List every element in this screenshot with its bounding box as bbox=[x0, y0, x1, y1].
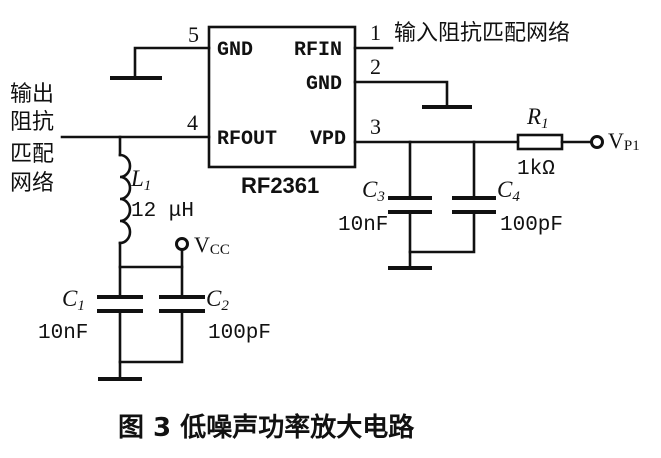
pin-number-2: 2 bbox=[370, 54, 381, 79]
output-match-line-1: 输出 bbox=[10, 82, 54, 107]
r1-name: R1 bbox=[526, 104, 549, 132]
resistor-r1 bbox=[516, 133, 564, 151]
chip-name: RF2361 bbox=[241, 173, 319, 198]
figure-caption: 图 3 低噪声功率放大电路 bbox=[118, 412, 415, 443]
pin-label-gnd-right: GND bbox=[306, 73, 342, 96]
c3-value: 10nF bbox=[338, 214, 388, 237]
c2-value: 100pF bbox=[208, 322, 271, 345]
vcc-terminal bbox=[175, 237, 189, 251]
c4-name: C4 bbox=[497, 177, 520, 205]
output-match-line-2: 阻抗 bbox=[10, 110, 54, 135]
c3-name: C3 bbox=[362, 177, 385, 205]
ic-body bbox=[207, 25, 357, 169]
vp1-label: VP1 bbox=[608, 128, 640, 154]
input-match-label: 输入阻抗匹配网络 bbox=[394, 21, 570, 46]
c2-lead-bottom bbox=[118, 309, 184, 364]
output-match-line-4: 网络 bbox=[10, 171, 54, 196]
vcc-label: VCC bbox=[194, 232, 230, 258]
pin-number-3: 3 bbox=[370, 114, 381, 139]
c2-name: C2 bbox=[206, 286, 229, 314]
c4-value: 100pF bbox=[500, 214, 563, 237]
pin-number-1: 1 bbox=[370, 20, 381, 45]
pin-label-rfout: RFOUT bbox=[217, 128, 277, 151]
r1-value: 1kΩ bbox=[517, 158, 555, 181]
output-match-line-3: 匹配 bbox=[10, 142, 54, 167]
c4-lead-bottom bbox=[408, 210, 476, 254]
pin-number-5: 5 bbox=[188, 22, 199, 47]
l1-name: L1 bbox=[130, 166, 151, 194]
pin-label-gnd-left: GND bbox=[217, 39, 253, 62]
l1-value: 12 μH bbox=[131, 200, 194, 223]
c1-name: C1 bbox=[62, 286, 85, 314]
pin-label-vpd: VPD bbox=[310, 128, 346, 151]
c1-value: 10nF bbox=[38, 322, 88, 345]
vcc-wire bbox=[118, 244, 184, 269]
pin-label-rfin: RFIN bbox=[294, 39, 342, 62]
inductor-l1 bbox=[118, 153, 132, 245]
pin-number-4: 4 bbox=[187, 110, 198, 135]
vp1-terminal bbox=[590, 135, 604, 149]
pin5-wire bbox=[133, 46, 211, 80]
pin2-wire bbox=[353, 80, 449, 109]
